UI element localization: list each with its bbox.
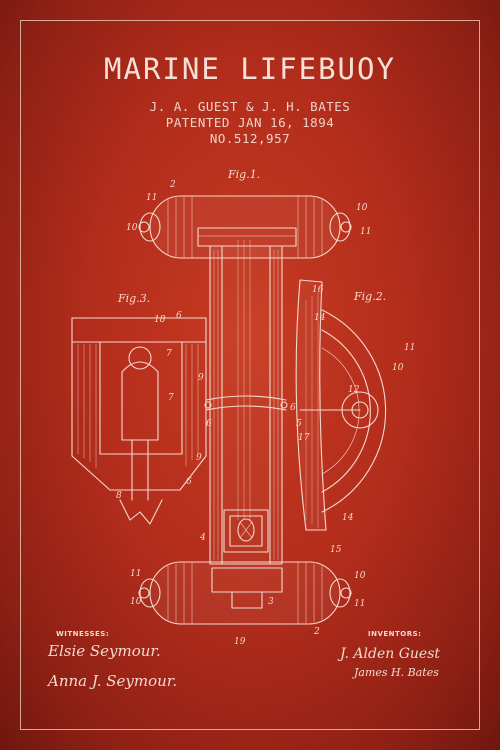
svg-text:11: 11 [404,343,415,353]
svg-text:2: 2 [313,627,320,637]
svg-text:16: 16 [312,285,324,295]
figure-2-label: Fig.2. [354,290,387,303]
svg-text:2: 2 [169,180,176,190]
svg-text:9: 9 [198,373,204,383]
witness-signature-2: Anna J. Seymour. [48,672,178,690]
svg-text:10: 10 [126,223,138,233]
inventor-signature-2: James H. Bates [354,666,439,679]
inventors-line: J. A. GUEST & J. H. BATES [149,99,351,114]
svg-text:15: 15 [330,545,342,555]
svg-text:6: 6 [290,403,296,413]
figure-3-drawing [71,317,207,525]
figure-1-drawing [138,195,352,625]
svg-text:10: 10 [356,203,368,213]
svg-text:4: 4 [199,533,206,543]
svg-text:10: 10 [130,597,142,607]
inventors-label: INVENTORS: [368,630,422,638]
svg-text:19: 19 [234,637,246,647]
figure-2-drawing [295,279,387,531]
svg-text:11: 11 [130,569,141,579]
svg-text:6: 6 [206,419,212,429]
svg-text:11: 11 [146,193,157,203]
svg-text:7: 7 [166,349,172,359]
patent-number: NO.512,957 [209,131,291,146]
svg-text:3: 3 [268,597,274,607]
svg-text:17: 17 [298,433,310,443]
witnesses-label: WITNESSES: [56,630,110,638]
witness-signature-1: Elsie Seymour. [48,642,161,660]
svg-text:7: 7 [168,393,174,403]
svg-text:11: 11 [354,599,365,609]
inventor-signature-1: J. Alden Guest [340,646,441,662]
poster-title: MARINE LIFEBUOY [104,52,396,86]
svg-text:6: 6 [186,477,192,487]
patent-date: PATENTED JAN 16, 1894 [165,115,335,130]
svg-text:14: 14 [342,513,354,523]
svg-text:14: 14 [314,313,326,323]
svg-text:9: 9 [196,453,202,463]
svg-text:12: 12 [348,385,360,395]
svg-text:5: 5 [296,419,302,429]
figure-1-label: Fig.1. [228,168,261,181]
figure-3-label: Fig.3. [118,292,151,305]
svg-text:10: 10 [392,363,404,373]
svg-text:8: 8 [116,491,122,501]
svg-text:11: 11 [360,227,371,237]
svg-text:10: 10 [354,571,366,581]
svg-text:18: 18 [154,315,166,325]
svg-text:6: 6 [176,311,182,321]
poster-border [20,20,480,730]
